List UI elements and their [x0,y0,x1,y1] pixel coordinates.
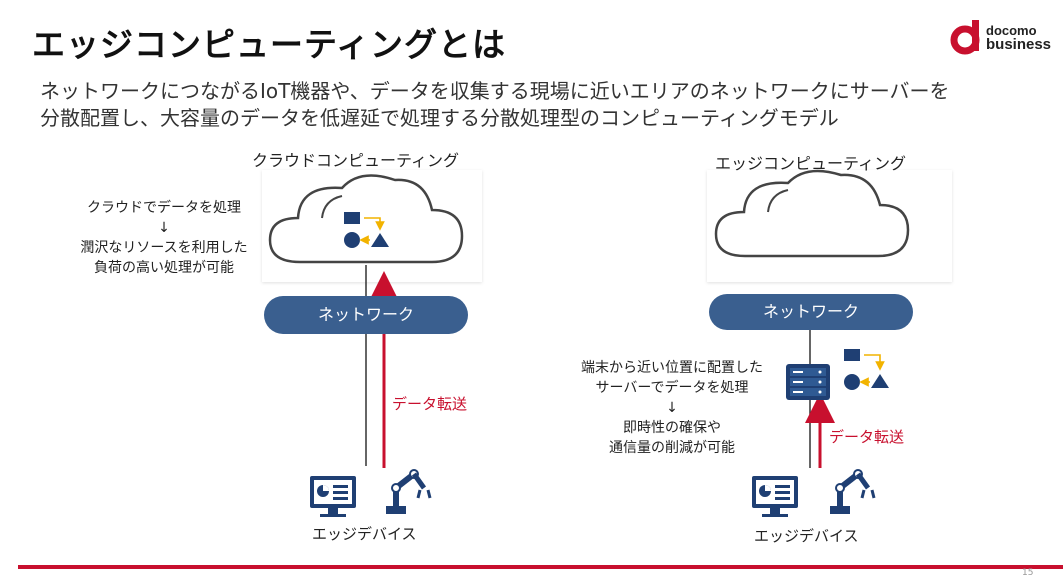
monitor-dashboard-icon-left [310,476,356,517]
edge-note-line-3: 即時性の確保や [623,420,721,436]
edge-note-line-2: サーバーでデータを処理 [595,380,749,396]
edge-note-line-4: 通信量の削減が可能 [609,440,735,456]
network-pill-left: ネットワーク [264,296,468,334]
network-pill-right: ネットワーク [709,294,913,330]
cloud-note-line-3: 負荷の高い処理が可能 [94,260,234,276]
page-number: 15 [1022,568,1034,578]
process-shapes-icon-left [344,212,389,248]
edge-note-line-1: 端末から近い位置に配置した [581,360,763,376]
device-label-left: エッジデバイス [312,525,417,543]
docomo-business-logo: docomo business [950,16,1052,58]
footer-bar [18,565,1063,569]
subtitle-line-2: 分散配置し、大容量のデータを低遅延で処理する分散処理型のコンピューティングモデル [40,106,839,130]
process-shapes-icon-right [844,349,889,390]
cloud-icon-right [714,169,910,258]
cloud-note: クラウドでデータを処理 ↓ 潤沢なリソースを利用した 負荷の高い処理が可能 [66,198,262,278]
logo-text-business: business [986,36,1052,53]
subtitle-line-1: ネットワークにつながるIoT機器や、データを収集する現場に近いエリアのネットワー… [40,79,950,103]
logo-text-docomo: docomo [986,23,1037,38]
monitor-dashboard-icon-right [752,476,798,517]
edge-note-arrow: ↓ [666,400,678,416]
transfer-label-right: データ転送 [829,428,905,446]
network-label-right: ネットワーク [762,302,859,321]
edge-panel-title: エッジコンピューティング [715,154,907,173]
cloud-note-line-2: 潤沢なリソースを利用した [80,240,248,256]
device-label-right: エッジデバイス [754,527,859,545]
transfer-label-left: データ転送 [392,395,468,413]
cloud-note-arrow: ↓ [158,220,170,236]
server-icon-right [786,364,830,400]
cloud-note-line-1: クラウドでデータを処理 [87,200,241,216]
subtitle: ネットワークにつながるIoT機器や、データを収集する現場に近いエリアのネットワー… [40,78,1020,132]
network-label-left: ネットワーク [317,305,414,324]
robot-arm-icon-left [386,469,432,514]
page-title: エッジコンピューティングとは [32,25,507,64]
docomo-d-logo-icon [950,20,980,55]
cloud-panel-title: クラウドコンピューティング [252,151,460,170]
robot-arm-icon-right [830,469,876,514]
edge-note: 端末から近い位置に配置した サーバーでデータを処理 ↓ 即時性の確保や 通信量の… [566,358,778,458]
